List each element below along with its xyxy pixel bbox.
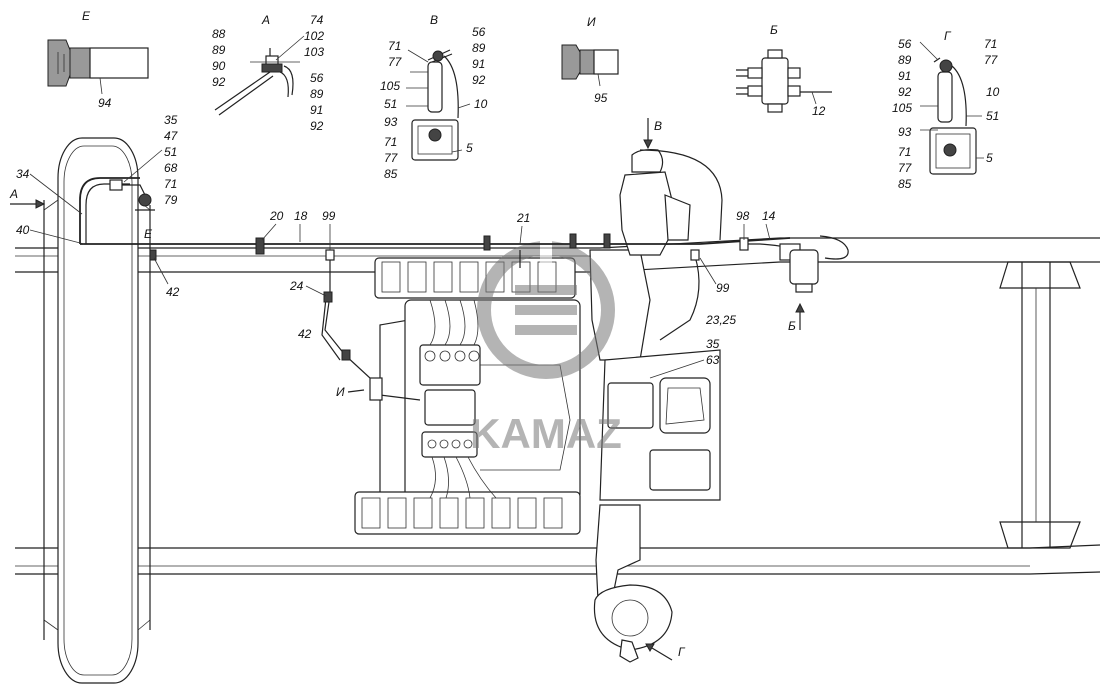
detail-g-label-105: 105 bbox=[892, 101, 912, 115]
callout-98: 98 bbox=[736, 209, 750, 223]
view-arrows: А Е И В Б Г bbox=[9, 118, 805, 661]
detail-g-label-77: 77 bbox=[898, 161, 913, 175]
callout-35b: 35 bbox=[706, 337, 720, 351]
view-label-i: И bbox=[587, 15, 596, 29]
detail-v-label-77: 77 bbox=[388, 55, 403, 69]
callout-42a: 42 bbox=[166, 285, 180, 299]
callout-20: 20 bbox=[269, 209, 284, 223]
detail-b-label-12: 12 bbox=[812, 104, 826, 118]
detail-i-label-95: 95 bbox=[594, 91, 608, 105]
kamaz-logo: KAMAZ bbox=[470, 240, 622, 457]
detail-view-b: Б 12 bbox=[736, 23, 832, 118]
detail-g-label-91: 91 bbox=[898, 69, 911, 83]
view-label-b: Б bbox=[770, 23, 778, 37]
callout-18: 18 bbox=[294, 209, 308, 223]
detail-g-label-92: 92 bbox=[898, 85, 912, 99]
callout-42b: 42 bbox=[298, 327, 312, 341]
detail-view-g: Г 56 89 91 92 105 93 71 77 85 71 77 10 5… bbox=[892, 29, 1000, 191]
detail-a-label-88: 88 bbox=[212, 27, 226, 41]
detail-a-label-89b: 89 bbox=[310, 87, 324, 101]
callout-99b: 99 bbox=[716, 281, 730, 295]
callout-21: 21 bbox=[516, 211, 530, 225]
detail-a-label-92b: 92 bbox=[310, 119, 324, 133]
detail-g-label-10: 10 bbox=[986, 85, 1000, 99]
arrow-label-g: Г bbox=[678, 645, 686, 659]
view-label-e: Е bbox=[82, 9, 91, 23]
detail-v-label-105: 105 bbox=[380, 79, 400, 93]
detail-v-label-71: 71 bbox=[388, 39, 401, 53]
detail-g-label-93: 93 bbox=[898, 125, 912, 139]
detail-v-label-89: 89 bbox=[472, 41, 486, 55]
callout-34: 34 bbox=[16, 167, 30, 181]
detail-a-label-91: 91 bbox=[310, 103, 323, 117]
callout-71: 71 bbox=[164, 177, 177, 191]
view-label-g: Г bbox=[944, 29, 952, 43]
detail-g-label-56: 56 bbox=[898, 37, 912, 51]
arrow-label-i: И bbox=[336, 385, 345, 399]
detail-a-label-74: 74 bbox=[310, 13, 324, 27]
detail-view-e: Е 94 bbox=[47, 9, 149, 110]
detail-a-label-90: 90 bbox=[212, 59, 226, 73]
detail-v-label-56: 56 bbox=[472, 25, 486, 39]
detail-g-label-77b: 77 bbox=[984, 53, 999, 67]
callout-68: 68 bbox=[164, 161, 178, 175]
callout-79: 79 bbox=[164, 193, 178, 207]
arrow-label-v: В bbox=[654, 119, 662, 133]
callouts: 35 47 51 68 71 79 34 40 42 20 18 99 21 2… bbox=[16, 113, 776, 379]
callout-63: 63 bbox=[706, 353, 720, 367]
detail-view-v: В 71 77 105 51 93 71 77 85 56 89 91 92 1… bbox=[380, 13, 488, 181]
view-label-a: А bbox=[261, 13, 270, 27]
arrow-label-b: Б bbox=[788, 319, 796, 333]
fuel-lines bbox=[79, 149, 849, 401]
detail-a-label-92: 92 bbox=[212, 75, 226, 89]
detail-v-label-5: 5 bbox=[466, 141, 473, 155]
callout-51: 51 bbox=[164, 145, 177, 159]
detail-view-a: А 88 89 90 92 74 102 103 56 89 91 92 bbox=[212, 13, 324, 133]
callout-40: 40 bbox=[16, 223, 30, 237]
detail-v-label-92: 92 bbox=[472, 73, 486, 87]
detail-v-label-93: 93 bbox=[384, 115, 398, 129]
detail-a-label-56: 56 bbox=[310, 71, 324, 85]
callout-35: 35 bbox=[164, 113, 178, 127]
view-label-v: В bbox=[430, 13, 438, 27]
detail-a-label-102: 102 bbox=[304, 29, 324, 43]
detail-v-label-71b: 71 bbox=[384, 135, 397, 149]
detail-g-label-71: 71 bbox=[898, 145, 911, 159]
detail-v-label-10: 10 bbox=[474, 97, 488, 111]
arrow-label-e: Е bbox=[144, 227, 153, 241]
callout-14: 14 bbox=[762, 209, 776, 223]
detail-v-label-85: 85 bbox=[384, 167, 398, 181]
detail-g-label-71b: 71 bbox=[984, 37, 997, 51]
arrow-label-a: А bbox=[9, 187, 18, 201]
detail-v-label-51: 51 bbox=[384, 97, 397, 111]
detail-v-label-91: 91 bbox=[472, 57, 485, 71]
engine-block bbox=[354, 148, 721, 663]
callout-23-25: 23,25 bbox=[705, 313, 736, 327]
front-wheel bbox=[43, 137, 151, 684]
detail-g-label-51: 51 bbox=[986, 109, 999, 123]
detail-g-label-5: 5 bbox=[986, 151, 993, 165]
detail-e-label-94: 94 bbox=[98, 96, 112, 110]
callout-47: 47 bbox=[164, 129, 179, 143]
callout-24: 24 bbox=[289, 279, 304, 293]
detail-v-label-77b: 77 bbox=[384, 151, 399, 165]
kamaz-wordmark: KAMAZ bbox=[470, 410, 622, 457]
callout-99a: 99 bbox=[322, 209, 336, 223]
detail-g-label-89: 89 bbox=[898, 53, 912, 67]
detail-view-i: И 95 bbox=[561, 15, 619, 105]
detail-g-label-85: 85 bbox=[898, 177, 912, 191]
detail-a-label-89: 89 bbox=[212, 43, 226, 57]
detail-a-label-103: 103 bbox=[304, 45, 324, 59]
